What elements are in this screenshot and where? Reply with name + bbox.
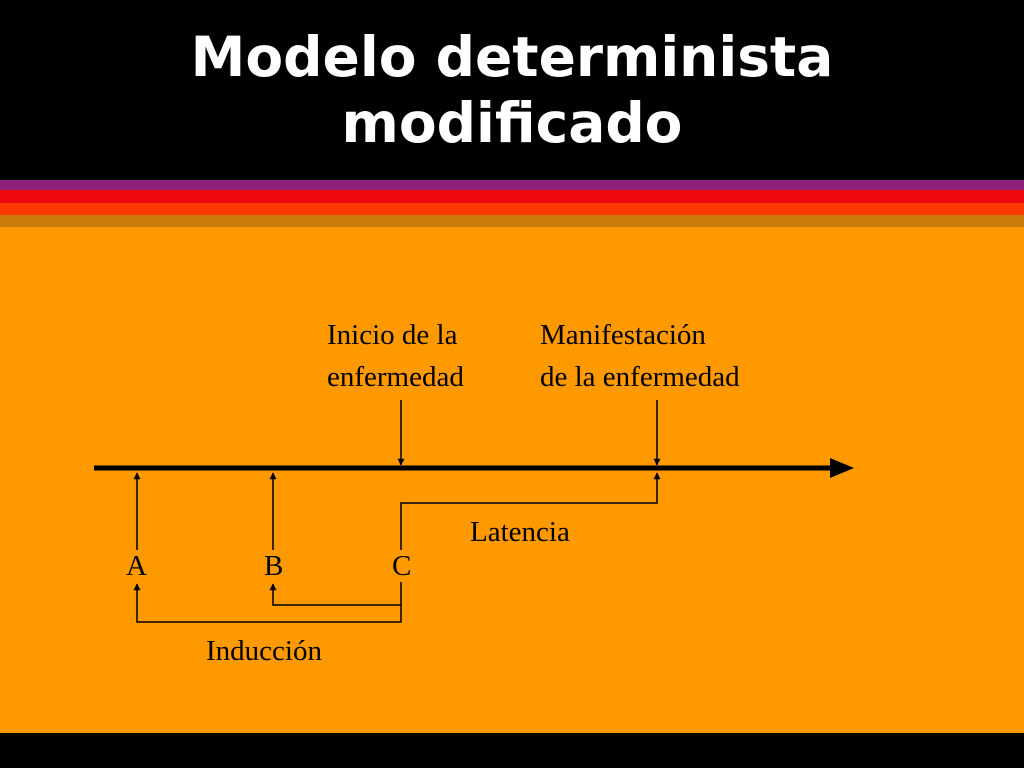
onset-label-line-1: Inicio de la <box>327 319 458 351</box>
slide-title-line-1: Modelo determinista <box>190 25 834 89</box>
red-stripe <box>0 190 1024 203</box>
point-a-label: A <box>126 550 147 582</box>
latency-label: Latencia <box>470 516 570 548</box>
slide-title: Modelo determinista modificado <box>0 24 1024 156</box>
amber-stripe <box>0 215 1024 227</box>
induction-label: Inducción <box>206 635 322 667</box>
latency-bracket <box>400 472 661 550</box>
manifestation-label-line-2: de la enfermedad <box>540 361 740 393</box>
purple-stripe <box>0 180 1024 190</box>
point-b-label: B <box>264 550 284 582</box>
title-bar: Modelo determinista modificado <box>0 0 1024 180</box>
onset-label: Inicio de la enfermedad <box>327 314 464 398</box>
induction-bracket <box>133 583 402 623</box>
point-c-label: C <box>392 550 412 582</box>
manifestation-label-line-1: Manifestación <box>540 319 706 351</box>
orange-red-stripe <box>0 203 1024 215</box>
content-area <box>0 227 1024 733</box>
manifestation-label: Manifestación de la enfermedad <box>540 314 740 398</box>
b-to-c-bracket <box>269 582 402 606</box>
footer-bar <box>0 733 1024 768</box>
slide-title-line-2: modificado <box>341 91 683 155</box>
onset-label-line-2: enfermedad <box>327 361 464 393</box>
time-axis-arrowhead <box>830 458 854 478</box>
